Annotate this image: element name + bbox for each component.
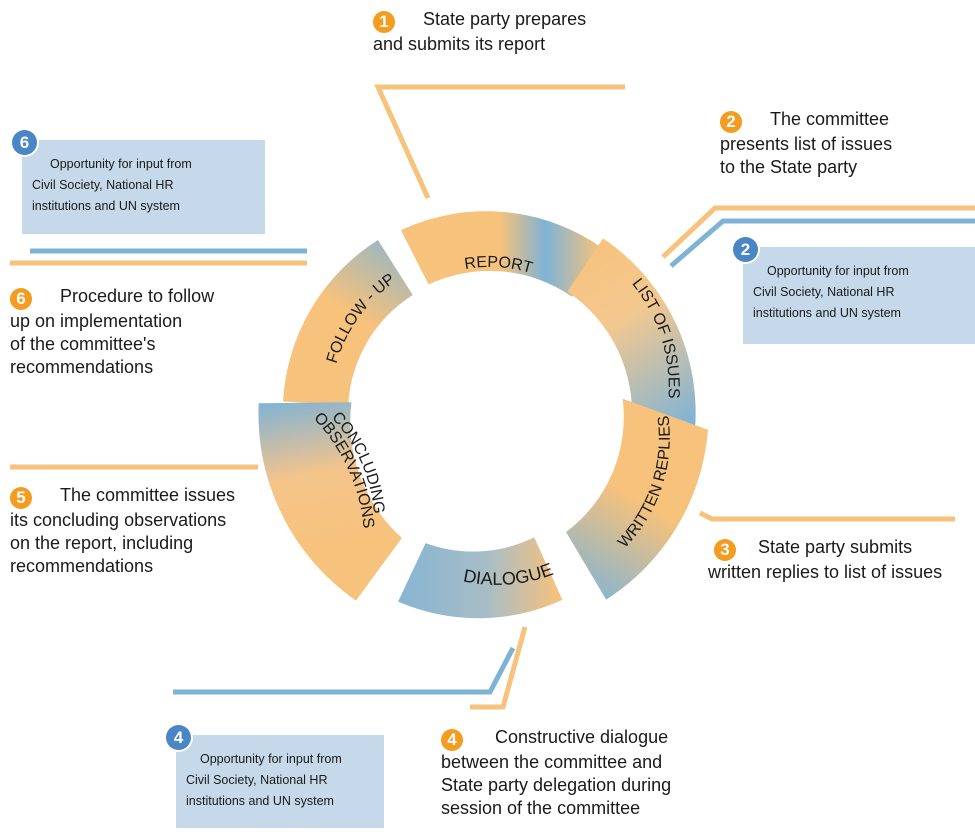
input-box-4-line-1: Opportunity for input from [200, 752, 342, 766]
input-box-2-line-3: institutions and UN system [753, 306, 901, 320]
segment-dialogue [398, 537, 563, 619]
step-2-line-2: presents list of issues [720, 134, 893, 154]
segment-concluding-observations [258, 402, 402, 601]
step-5-line-2: its concluding observations [10, 510, 227, 530]
step-4-line-3: State party delegation during [441, 775, 672, 795]
step-1-description: 1 State party prepares and submits its re… [373, 8, 586, 56]
step-3-line-1: State party submits [758, 537, 913, 557]
input-box-4-line-3: institutions and UN system [186, 794, 334, 808]
step-4-line-1: Constructive dialogue [495, 727, 669, 747]
input-box-2-line-1: Opportunity for input from [767, 264, 909, 278]
input-box-2-badge: 2 [733, 237, 758, 262]
step-2-description: 2 The committee presents list of issues t… [720, 108, 892, 179]
step-5-description: 5 The committee issues its concluding obs… [10, 484, 235, 578]
step-6-line-2: up on implementation [10, 311, 183, 331]
step-1-line-1: State party prepares [423, 9, 587, 29]
step-number-4-badge: 4 [441, 729, 463, 751]
segment-written-replies [566, 398, 708, 600]
step-6-description: 6 Procedure to follow up on implementatio… [10, 285, 214, 379]
input-box-2-line-2: Civil Society, National HR [753, 285, 895, 299]
connector-line-4-orange [470, 626, 528, 710]
input-opportunity-box-6: 6 Opportunity for input from Civil Socie… [12, 130, 265, 234]
step-6-line-3: of the committee's [10, 334, 156, 354]
connector-line-3 [698, 510, 955, 522]
step-5-line-4: recommendations [10, 556, 154, 576]
connector-line-2-orange [661, 205, 975, 259]
step-2-line-1: The committee [770, 109, 890, 129]
step-4-line-4: session of the committee [441, 798, 641, 818]
step-number-6-badge: 6 [10, 288, 32, 310]
segment-report [401, 211, 602, 297]
input-box-6-badge: 6 [12, 130, 37, 155]
connector-line-1 [374, 84, 625, 200]
input-box-4-badge: 4 [166, 725, 191, 750]
segment-follow-up [283, 240, 413, 406]
step-4-description: 4 Constructive dialogue between the commi… [441, 726, 671, 820]
step-3-line-2: written replies to list of issues [708, 562, 943, 582]
step-3-description: 3 State party submits written replies to … [708, 536, 942, 584]
step-2-line-3: to the State party [720, 157, 858, 177]
step-number-3-badge: 3 [714, 539, 736, 561]
step-4-line-2: between the committee and [441, 752, 663, 772]
step-5-line-3: on the report, including [10, 533, 194, 553]
step-6-line-4: recommendations [10, 357, 154, 377]
step-6-line-1: Procedure to follow [60, 286, 215, 306]
input-box-6-line-1: Opportunity for input from [50, 157, 192, 171]
step-number-5-badge: 5 [10, 487, 32, 509]
input-box-4-line-2: Civil Society, National HR [186, 773, 328, 787]
input-opportunity-box-4: 4 Opportunity for input from Civil Socie… [166, 725, 384, 828]
connector-line-4-blue [173, 646, 516, 695]
step-number-2-badge: 2 [720, 111, 742, 133]
segment-list-of-issues [567, 238, 696, 432]
step-number-1-badge: 1 [373, 11, 395, 33]
step-5-line-1: The committee issues [60, 485, 236, 505]
input-box-6-line-2: Civil Society, National HR [32, 178, 174, 192]
step-1-line-2: and submits its report [373, 34, 546, 54]
connector-line-2-blue [669, 218, 975, 268]
input-box-6-line-3: institutions and UN system [32, 199, 180, 213]
input-opportunity-box-2: 2 Opportunity for input from Civil Socie… [733, 237, 975, 344]
